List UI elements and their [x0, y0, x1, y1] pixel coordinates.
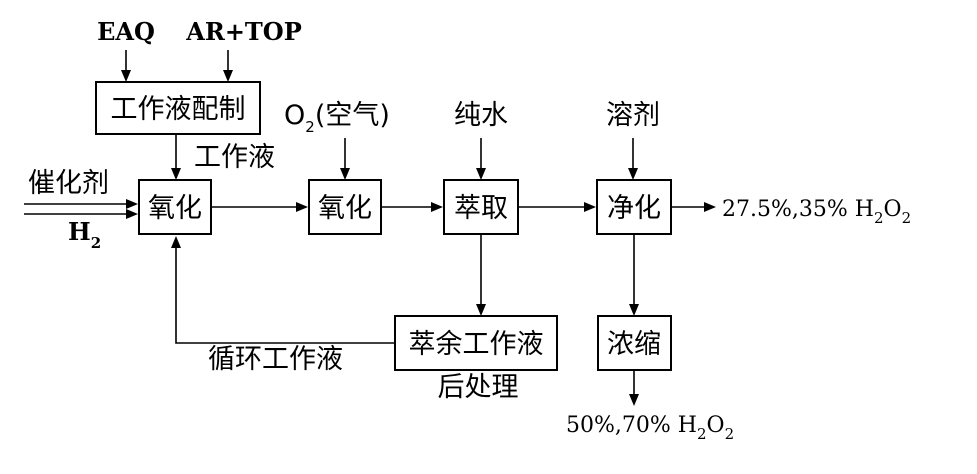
oxidation-box	[308, 179, 382, 235]
oxidation-box-label: 氧化	[318, 193, 372, 224]
extraction-to-raffinate-arrowhead	[476, 304, 486, 316]
raffinate-box-label: 萃余工作液	[409, 329, 544, 360]
oxygen-arrowhead	[340, 168, 350, 180]
prep-box	[95, 81, 261, 135]
hydrogen-label: H2	[68, 217, 101, 252]
oxygen-label: O2(空气)	[284, 100, 390, 136]
working-fluid-label: 工作液	[194, 142, 275, 173]
prep-to-hydrogenation-arrowhead	[171, 168, 181, 180]
post-treatment-label: 后处理	[438, 372, 519, 403]
purification-to-concentration-arrowhead	[629, 304, 639, 316]
catalyst-label: 催化剂	[28, 168, 109, 199]
extraction-to-purification-arrowhead	[584, 202, 596, 212]
purification-box-label: 净化	[607, 193, 661, 224]
eaq-arrowhead	[121, 70, 131, 82]
pure-water-arrowhead	[476, 168, 486, 180]
ar-top-arrowhead	[223, 70, 233, 82]
ar-top-label: AR+TOP	[185, 17, 302, 46]
hydrogen-arrowhead	[126, 209, 138, 219]
purification-to-product-arrowhead	[704, 202, 716, 212]
recycle-label: 循环工作液	[208, 344, 343, 375]
solvent-label: 溶剂	[606, 100, 660, 131]
solvent-arrowhead	[628, 168, 638, 180]
recycle-arrowhead	[171, 236, 181, 248]
concentrated-product-label: 50%,70% H2O2	[566, 413, 734, 443]
concentration-box-label: 浓缩	[607, 329, 661, 360]
concentration-box	[597, 315, 672, 371]
extraction-box-label: 萃取	[454, 193, 508, 224]
eaq-label: EAQ	[97, 17, 155, 46]
concentration-to-product-arrowhead	[629, 394, 639, 406]
purification-box	[596, 179, 672, 235]
catalyst-arrowhead	[126, 199, 138, 209]
hydrogenation-to-oxidation-arrowhead	[296, 202, 308, 212]
prep-box-label: 工作液配制	[111, 94, 246, 125]
hydrogenation-box-label: 氧化	[148, 193, 202, 224]
pure-water-label: 纯水	[454, 100, 508, 131]
recycle-loop-line	[175, 246, 395, 344]
oxidation-to-extraction-arrowhead	[431, 202, 443, 212]
main-product-label: 27.5%,35% H2O2	[722, 197, 911, 227]
